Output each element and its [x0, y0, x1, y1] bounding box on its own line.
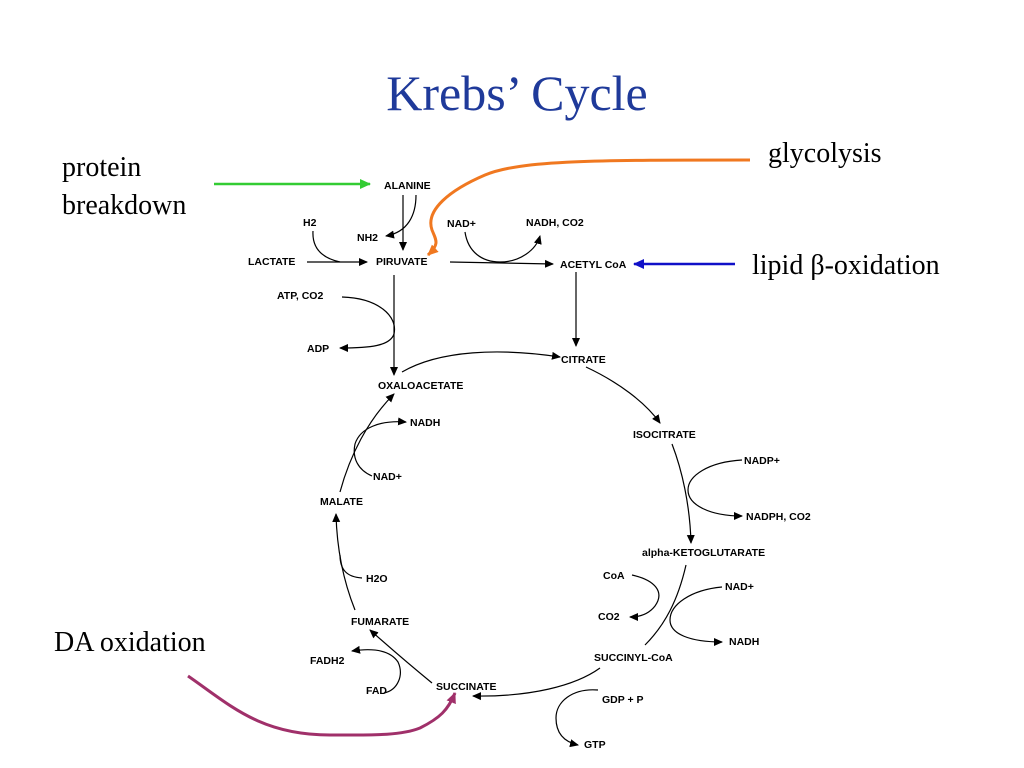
metabolite-succinyl-coa: SUCCINYL-CoA	[594, 652, 673, 664]
arrow-fumarate-to-malate	[332, 513, 356, 611]
cofactor-nad-pdh: NAD+	[447, 218, 476, 230]
arrow-piruvate-to-acetyl-coa	[449, 259, 554, 268]
arrow-atp-to-adp	[339, 296, 396, 352]
metabolite-piruvate: PIRUVATE	[376, 256, 428, 268]
cofactor-nad-mdh: NAD+	[373, 471, 402, 483]
page-title: Krebs’ Cycle	[386, 65, 647, 121]
protein-breakdown-label-line1: protein	[62, 152, 141, 183]
cofactor-atp-co2: ATP, CO2	[277, 290, 323, 302]
metabolite-alanine: ALANINE	[384, 180, 431, 192]
arrow-coa-to-co2	[629, 574, 660, 621]
glycolysis-input-arrow	[426, 158, 751, 257]
arrow-alanine-to-nh2	[385, 194, 417, 239]
cofactor-gdp-p: GDP + P	[602, 694, 644, 706]
arrow-h2-curve	[312, 230, 341, 263]
metabolite-citrate: CITRATE	[561, 354, 606, 366]
cofactor-gtp: GTP	[584, 739, 606, 751]
arrow-h2o-curve	[339, 554, 363, 579]
cofactor-nadph-co2: NADPH, CO2	[746, 511, 811, 523]
da-oxidation-label: DA oxidation	[54, 627, 206, 658]
cofactor-coa: CoA	[603, 570, 625, 582]
metabolite-acetyl-coa: ACETYL CoA	[560, 259, 627, 271]
cofactor-fad: FAD	[366, 685, 387, 697]
cofactor-nadp: NADP+	[744, 455, 780, 467]
arrow-malate-to-oxaloacetate	[339, 393, 395, 493]
cofactor-nad-akg: NAD+	[725, 581, 754, 593]
cofactor-nadh-mdh: NADH	[410, 417, 440, 429]
arrow-nad-to-nadh-mdh	[353, 417, 407, 477]
arrow-nadp-to-nadph	[687, 459, 743, 520]
cofactor-co2: CO2	[598, 611, 620, 623]
metabolite-oxaloacetate: OXALOACETATE	[378, 380, 463, 392]
arrow-gdp-to-gtp	[555, 689, 599, 748]
protein-breakdown-label-line2: breakdown	[62, 190, 186, 221]
metabolite-succinate: SUCCINATE	[436, 681, 496, 693]
arrow-nad-to-nadh	[669, 586, 723, 646]
arrow-fad-to-fadh2	[351, 645, 401, 694]
arrow-succinate-to-fumarate	[369, 629, 433, 684]
metabolite-fumarate: FUMARATE	[351, 616, 409, 628]
arrow-oxaloacetate-to-citrate	[401, 351, 561, 373]
metabolite-isocitrate: ISOCITRATE	[633, 429, 696, 441]
arrow-succinyl-coa-to-succinate	[472, 667, 601, 701]
metabolite-lactate: LACTATE	[248, 256, 295, 268]
cofactor-nadh-akg: NADH	[729, 636, 759, 648]
cofactor-fadh2: FADH2	[310, 655, 345, 667]
arrow-akg-to-succinyl-coa	[644, 564, 687, 646]
da-input-arrow	[187, 674, 457, 737]
arrow-citrate-to-isocitrate	[585, 366, 661, 424]
metabolite-malate: MALATE	[320, 496, 363, 508]
metabolite-alpha-ketoglutarate: alpha-KETOGLUTARATE	[642, 547, 765, 559]
cofactor-nh2: NH2	[357, 232, 378, 244]
cofactor-adp: ADP	[307, 343, 329, 355]
cofactor-h2o: H2O	[366, 573, 388, 585]
cofactor-h2: H2	[303, 217, 317, 229]
cofactor-nadh-co2: NADH, CO2	[526, 217, 584, 229]
glycolysis-label: glycolysis	[768, 138, 882, 169]
arrow-isocitrate-to-akg	[671, 443, 695, 544]
arrow-pdh-cofactors	[464, 231, 542, 263]
lipid-oxidation-label: lipid β-oxidation	[752, 250, 940, 281]
